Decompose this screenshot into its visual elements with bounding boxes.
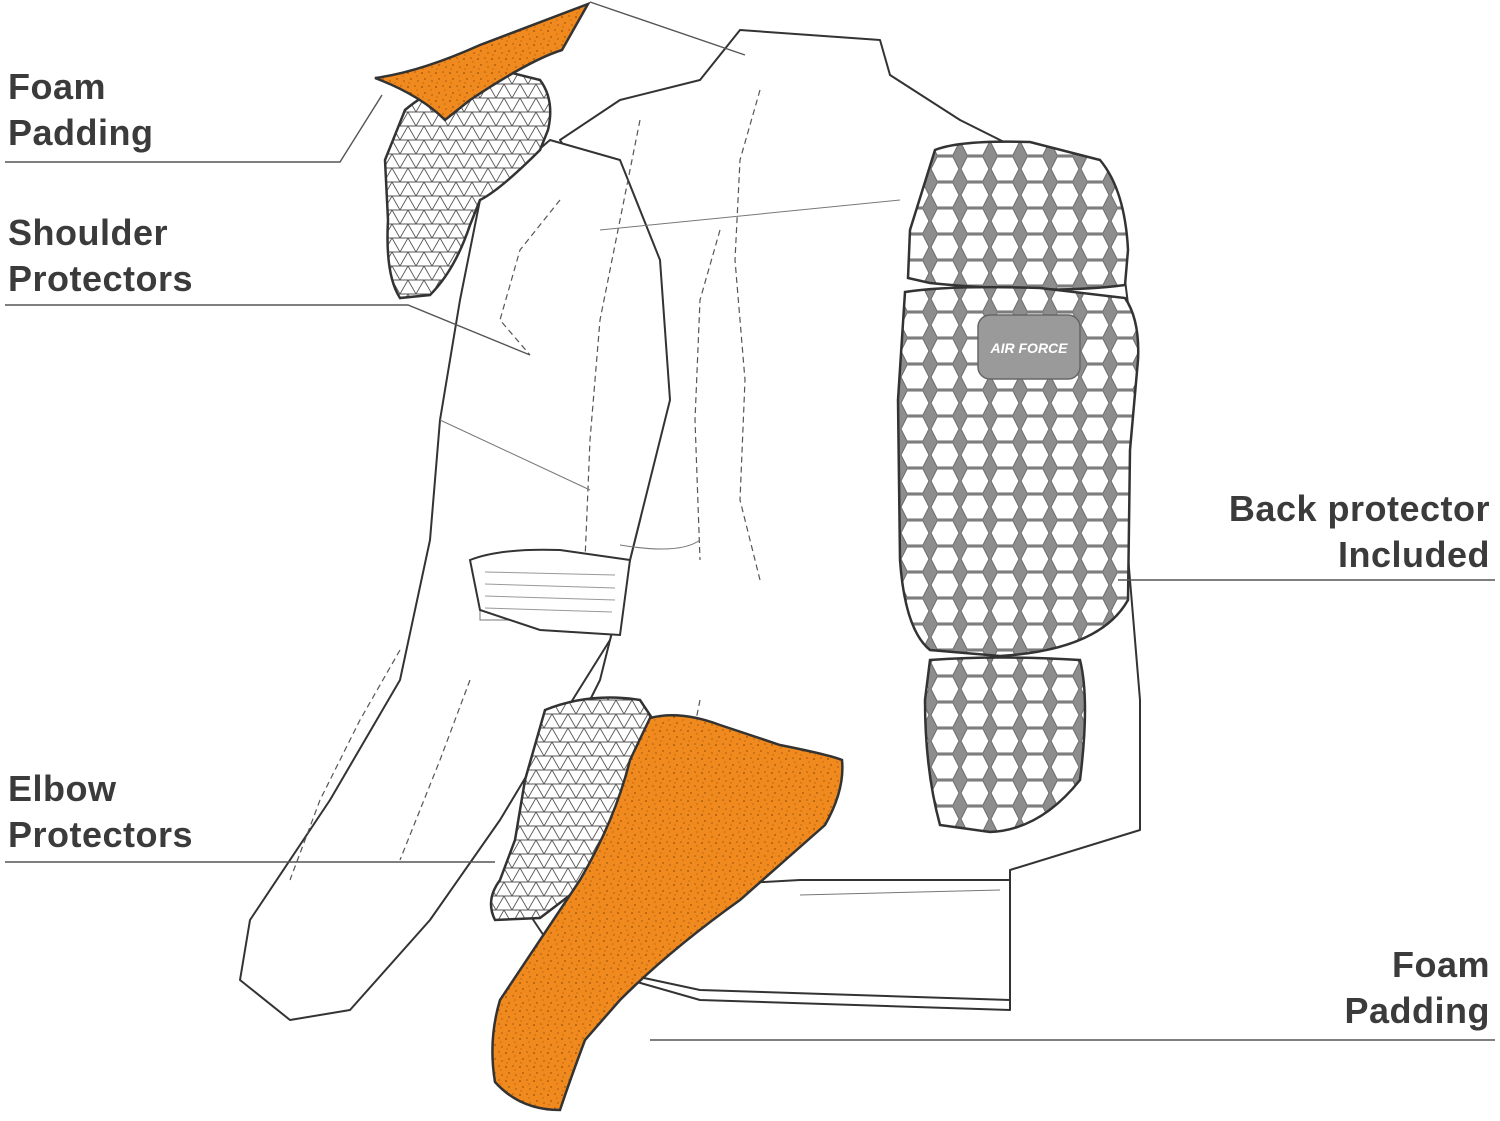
callout-line: Padding [1344,990,1490,1031]
callout-line: Protectors [8,814,194,855]
logo-text: AIR FORCE [990,340,1069,356]
callout-line: Shoulder [8,212,169,253]
foam-padding-shape [491,713,844,1112]
foam-padding-shape [374,1,591,122]
callout-foam-padding-bottom: Foam Padding [1345,942,1491,1034]
velcro-strap [468,548,632,637]
brand-logo: AIR FORCE [977,314,1081,380]
callout-shoulder-protectors: Shoulder Protectors [8,210,193,302]
callout-foam-padding-top: Foam Padding [8,64,154,156]
callout-line: Included [1337,534,1490,575]
callout-back-protector: Back protector Included [1229,486,1490,578]
callout-line: Foam [1391,944,1490,985]
strap-lines [484,571,616,613]
callout-line: Back protector [1228,488,1490,529]
callout-line: Protectors [8,258,194,299]
back-protector-shape [896,140,1140,834]
callout-line: Foam [8,66,107,107]
leader-lines [5,1,1495,1041]
callout-line: Padding [8,112,154,153]
callout-elbow-protectors: Elbow Protectors [8,766,193,858]
callout-line: Elbow [8,768,117,809]
